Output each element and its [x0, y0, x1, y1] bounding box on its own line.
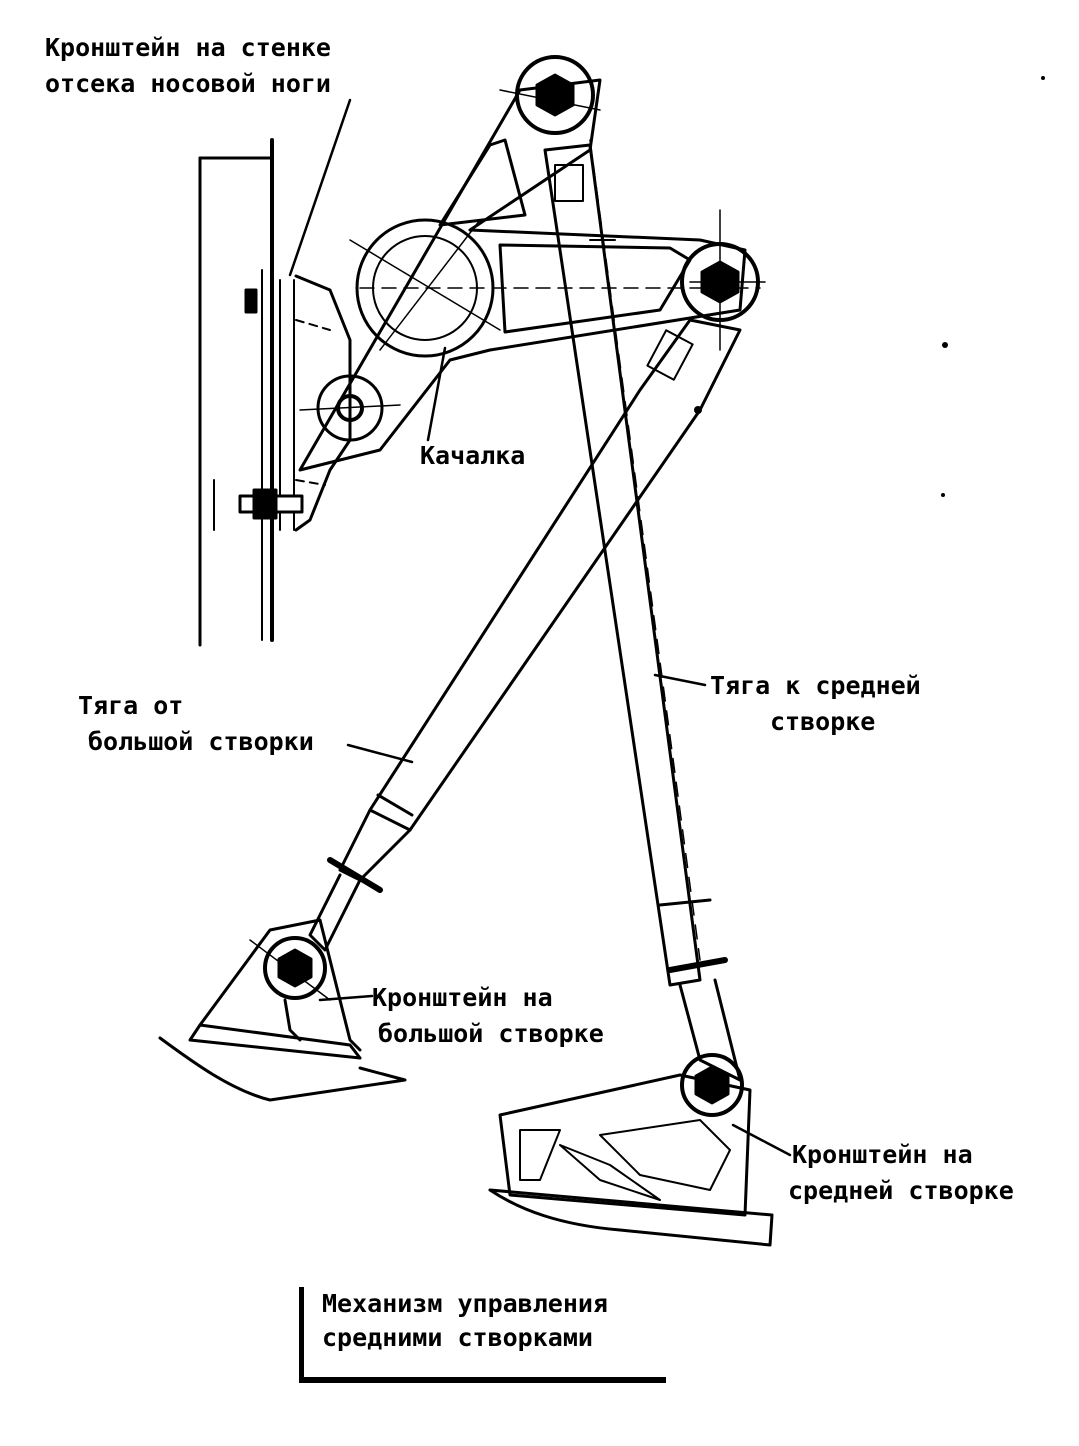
label-middle-door-bracket-line1: Кронштейн на: [792, 1140, 973, 1169]
label-wall-bracket-line1: Кронштейн на стенке: [45, 33, 331, 62]
label-rod-big: Тяга от большой створки: [78, 688, 314, 760]
label-big-door-bracket: Кронштейн на большой створке: [372, 980, 604, 1052]
label-middle-door-bracket: Кронштейн на средней створке: [788, 1137, 1014, 1209]
label-big-door-bracket-line2: большой створке: [378, 1019, 604, 1048]
label-rod-big-line2: большой створки: [88, 727, 314, 756]
compartment-wall: [198, 138, 304, 647]
middle-door-bracket: [488, 1053, 774, 1247]
specks: [694, 76, 1045, 497]
leader-lines: [288, 98, 792, 1157]
caption-line2: средними створками: [322, 1323, 593, 1352]
label-rod-middle: Тяга к средней створке: [710, 668, 921, 740]
rod-to-middle-door: [543, 139, 742, 1082]
right-pivot-bolt: [680, 209, 766, 351]
label-rod-middle-line1: Тяга к средней: [710, 671, 921, 700]
rocker: [298, 78, 761, 472]
big-door-bracket: [158, 918, 407, 1102]
caption-line1: Механизм управления: [322, 1289, 608, 1318]
label-rod-middle-line2: створке: [770, 707, 876, 736]
label-rocker: Качалка: [420, 441, 526, 470]
label-rod-big-line1: Тяга от: [78, 691, 184, 720]
rod-from-big-door: [308, 318, 742, 952]
figure-caption: Механизм управления средними створками: [299, 1287, 666, 1383]
top-pivot-bolt: [499, 55, 601, 135]
label-big-door-bracket-line1: Кронштейн на: [372, 983, 553, 1012]
label-wall-bracket-line2: отсека носовой ноги: [45, 69, 331, 98]
wall-bracket: [294, 274, 352, 532]
label-middle-door-bracket-line2: средней створке: [788, 1176, 1014, 1205]
label-wall-bracket: Кронштейн на стенке отсека носовой ноги: [45, 30, 331, 102]
